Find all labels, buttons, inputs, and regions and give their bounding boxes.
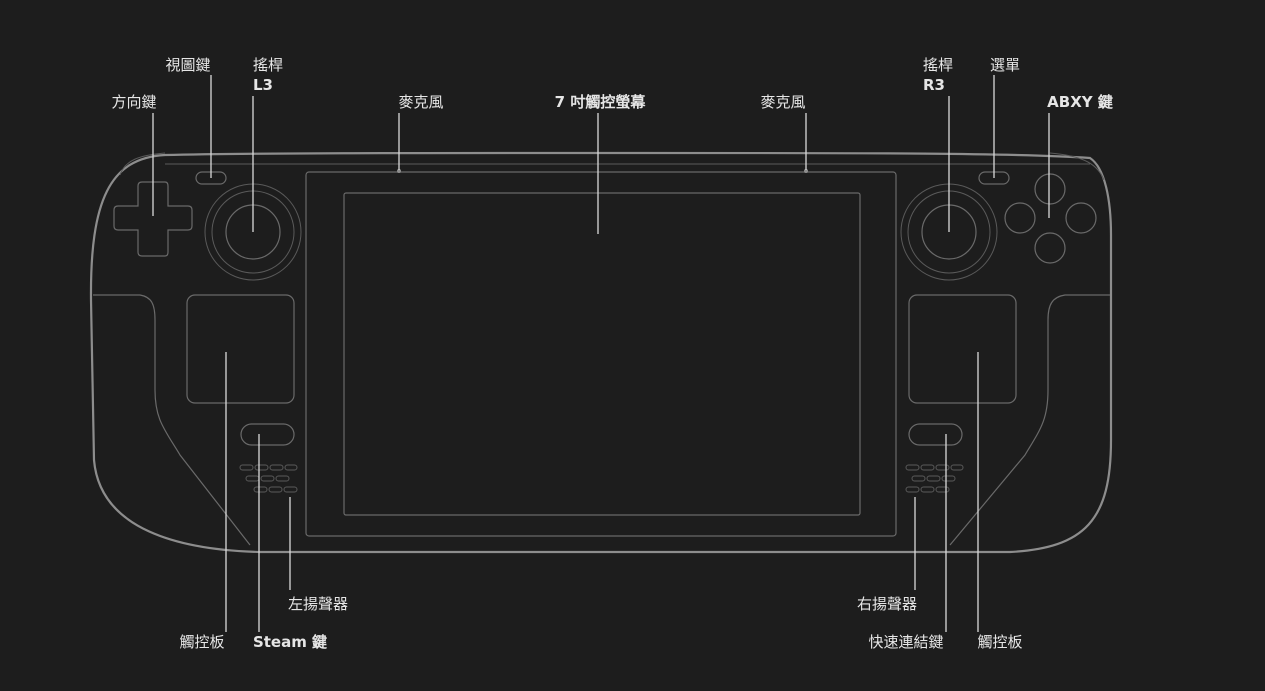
label-left-speaker: 左揚聲器 [288,595,349,613]
x-button-shape [1004,202,1036,234]
label-quick-access: 快速連結鍵 [868,633,944,651]
label-right-stick-name: 搖桿 [922,56,954,74]
label-right-stick-code: R3 [922,76,945,94]
dpad-shape [113,181,193,257]
label-right-trackpad: 觸控板 [977,633,1023,651]
label-steam-button: Steam 鍵 [252,633,328,651]
top-inner-edge [119,152,1105,181]
label-left-stick: 搖桿 L3 [253,55,283,95]
label-dpad: 方向鍵 [111,93,157,111]
label-left-trackpad: 觸控板 [179,633,225,651]
label-abxy: ABXY 鍵 [1047,93,1113,111]
left-mic-dot [397,169,401,173]
label-left-stick-code: L3 [252,76,273,94]
label-left-stick-name: 搖桿 [252,56,284,74]
label-right-stick: 搖桿 R3 [923,55,953,95]
device-body-outline [89,151,1113,554]
right-trackpad-shape [908,294,1017,404]
a-button-shape [1034,232,1066,264]
label-right-speaker: 右揚聲器 [856,595,917,613]
y-button-shape [1034,173,1066,205]
b-button-shape [1065,202,1097,234]
right-mic-dot [804,169,808,173]
quick-access-button-shape [908,423,963,446]
left-trackpad-shape [186,294,295,404]
left-grip-line [93,294,251,546]
steam-button-shape [240,423,295,446]
label-mic-left: 麥克風 [398,93,444,111]
right-grip-line [949,294,1110,546]
label-mic-right: 麥克風 [760,93,806,111]
screen-bezel [305,171,897,537]
right-speaker-grill [905,464,964,493]
label-screen: 7 吋觸控螢幕 [554,93,646,111]
label-menu-button: 選單 [989,56,1021,74]
left-speaker-grill [239,464,298,493]
touch-screen [343,192,861,516]
label-view-button: 視圖鍵 [165,56,211,74]
